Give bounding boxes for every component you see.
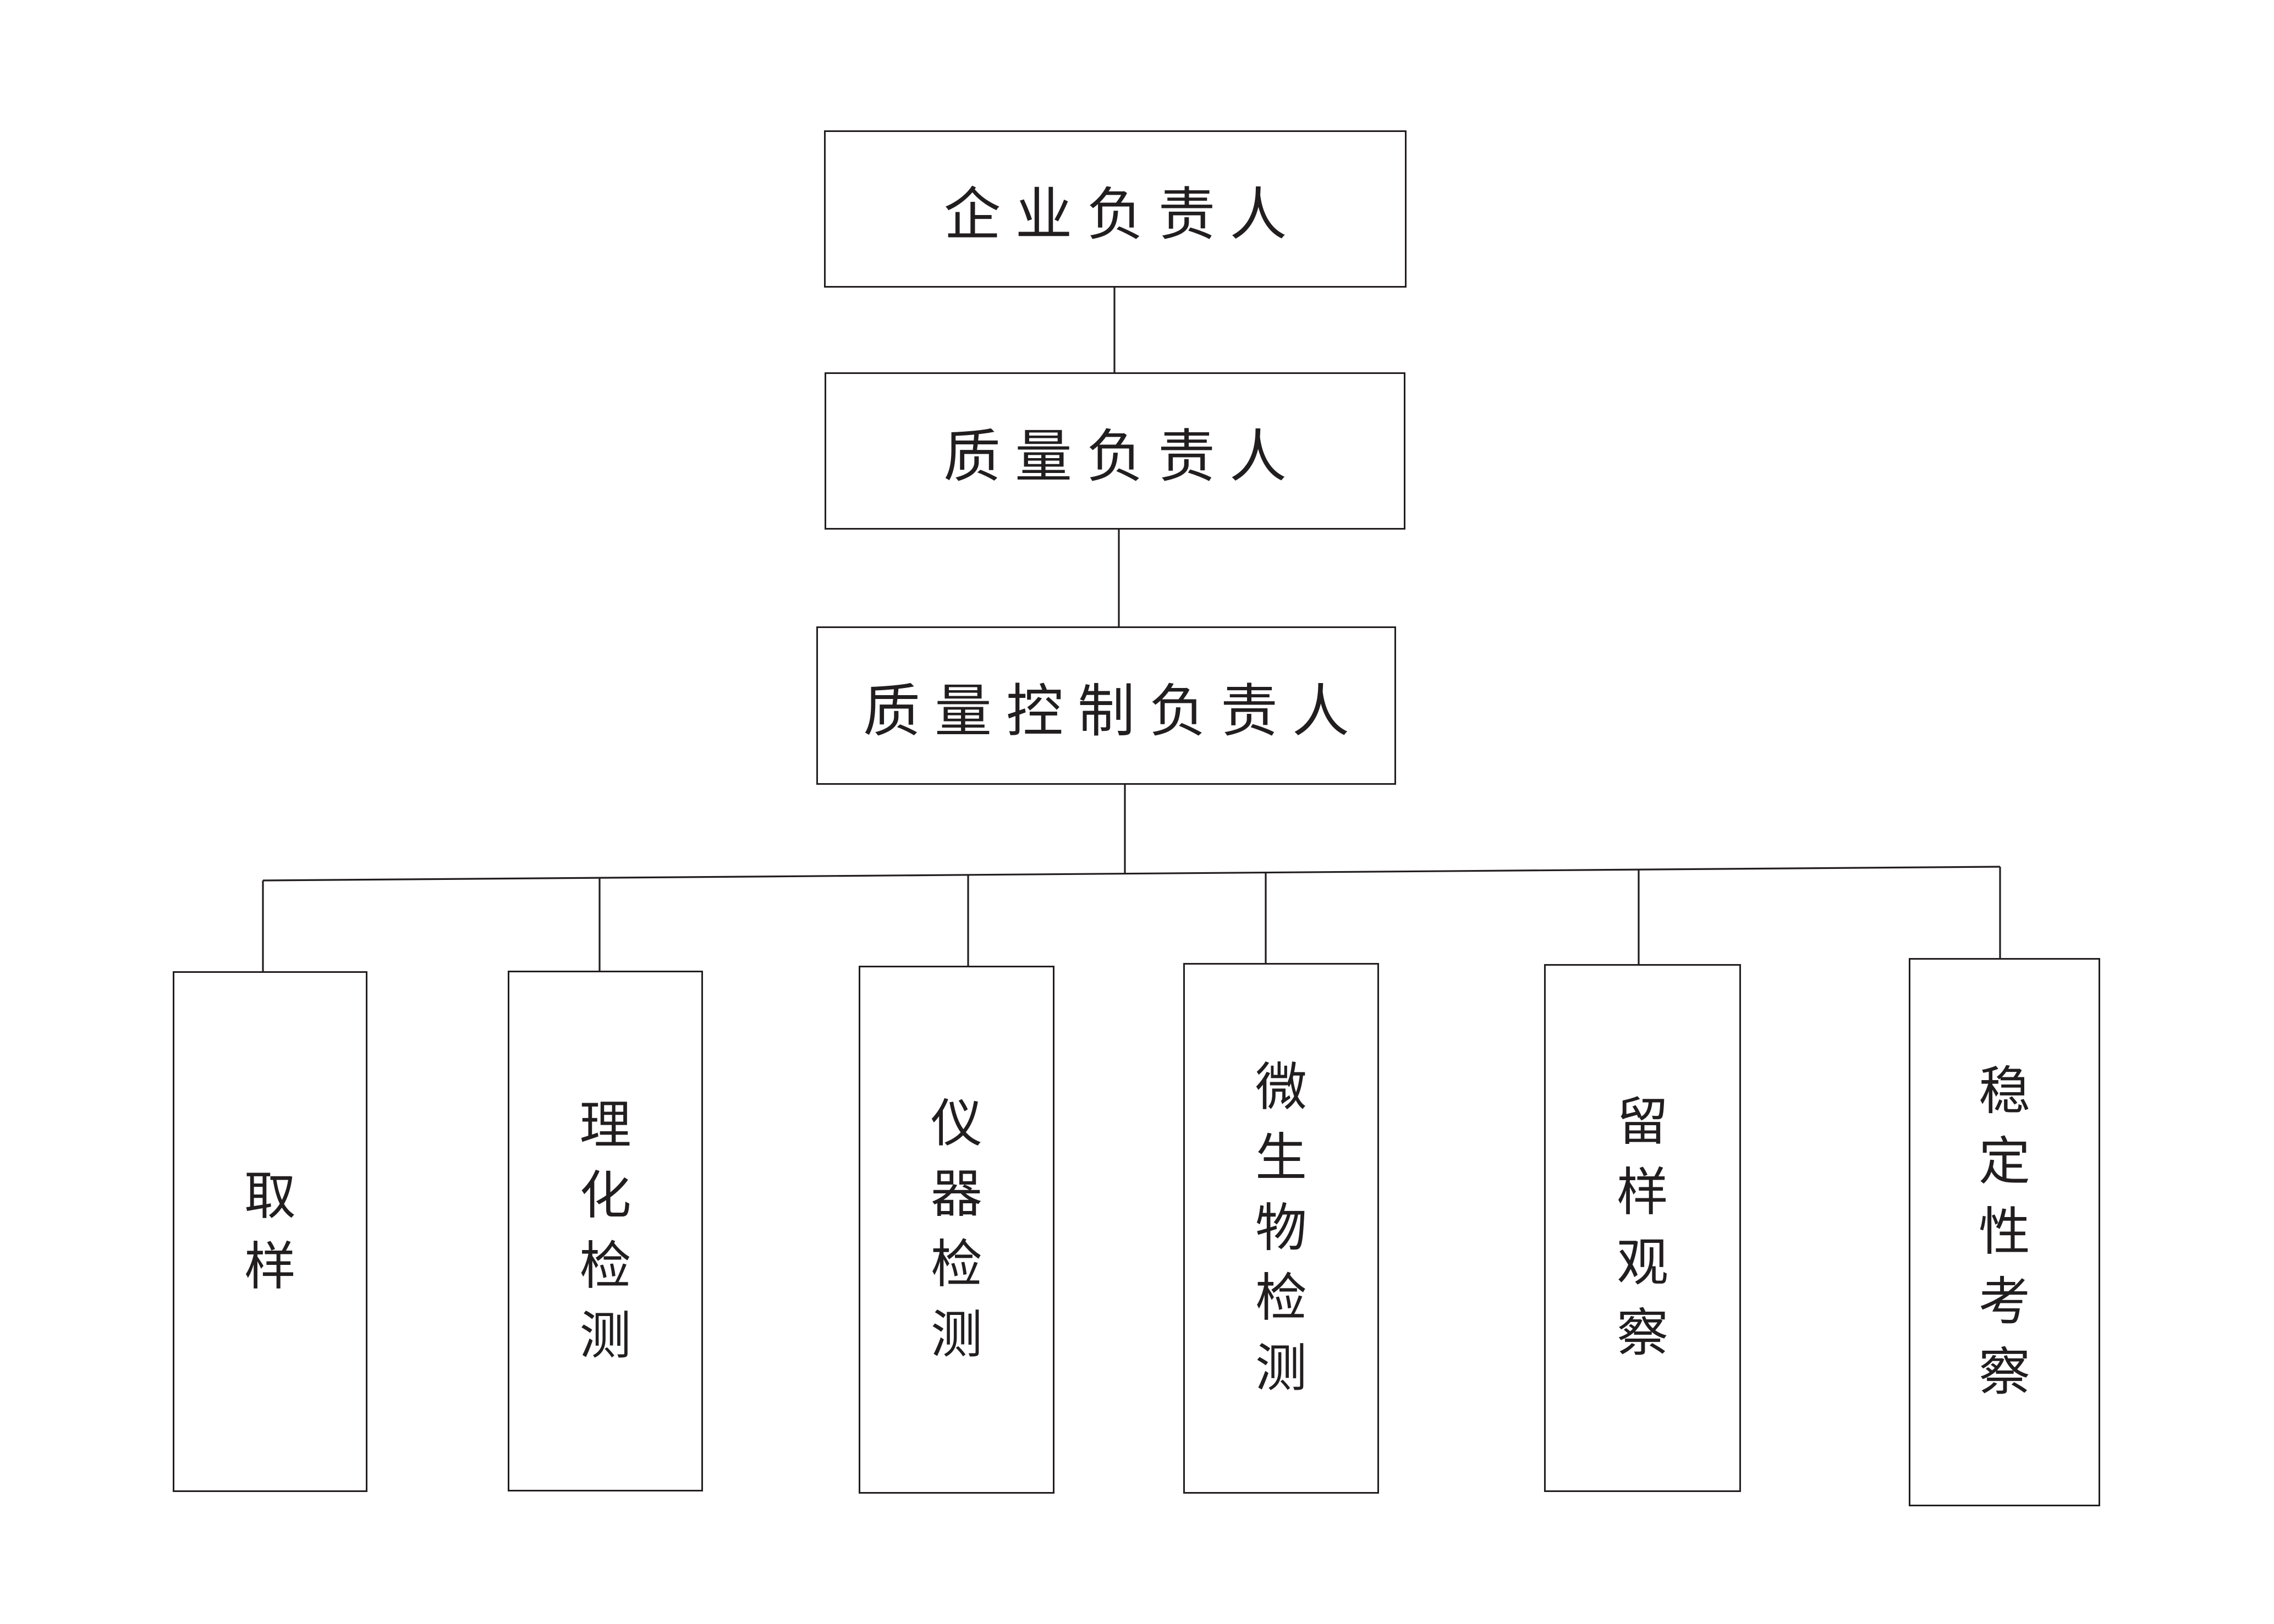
node-microbiological-testing-label: 微生物检测 (1255, 1057, 1307, 1399)
node-quality-control-head-label: 质量控制负责人 (863, 677, 1364, 745)
node-instrument-testing-label: 仪器检测 (930, 1094, 982, 1365)
node-stability-study-label: 稳定性考察 (1978, 1061, 2030, 1403)
node-retained-sample-observation-label: 留样观察 (1616, 1092, 1668, 1363)
node-quality-head-label: 质量负责人 (943, 422, 1301, 490)
node-retained-sample-observation: 留样观察 (1544, 964, 1741, 1492)
node-quality-head: 质量负责人 (825, 372, 1405, 530)
node-physicochemical-testing: 理化检测 (508, 971, 703, 1491)
node-sampling-label: 取样 (244, 1166, 296, 1297)
node-stability-study: 稳定性考察 (1909, 958, 2100, 1506)
node-enterprise-head: 企业负责人 (824, 130, 1407, 288)
node-microbiological-testing: 微生物检测 (1183, 963, 1379, 1494)
node-quality-control-head: 质量控制负责人 (816, 626, 1396, 785)
node-physicochemical-testing-label: 理化检测 (579, 1095, 631, 1367)
node-sampling: 取样 (173, 971, 367, 1492)
node-instrument-testing: 仪器检测 (859, 966, 1054, 1494)
connector-bus (262, 866, 2001, 882)
node-enterprise-head-label: 企业负责人 (943, 180, 1301, 248)
